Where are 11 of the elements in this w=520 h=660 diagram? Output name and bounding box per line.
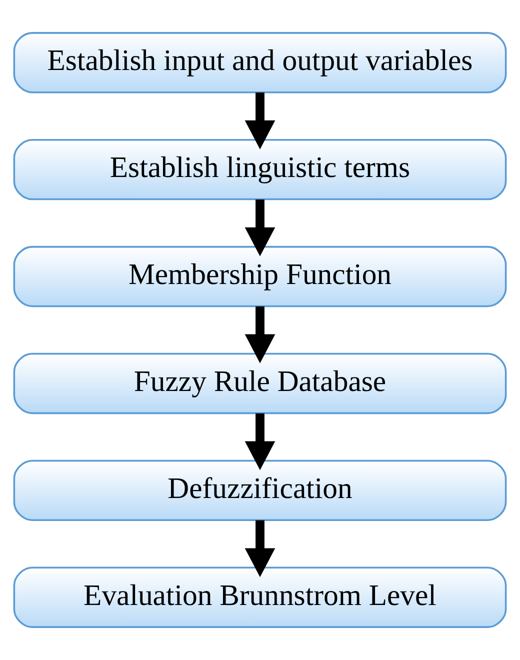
node-box: Fuzzy Rule Database (13, 352, 507, 414)
node-box: Evaluation Brunnstrom Level (13, 566, 507, 628)
arrow (244, 92, 276, 150)
arrow (244, 413, 276, 470)
arrow (244, 199, 276, 256)
node-box: Establish linguistic terms (13, 139, 507, 200)
node-box: Defuzzification (13, 460, 507, 521)
node-box: Membership Function (13, 246, 507, 308)
arrow (244, 520, 276, 578)
arrow (244, 306, 276, 364)
node-box: Establish input and output variables (13, 32, 507, 94)
